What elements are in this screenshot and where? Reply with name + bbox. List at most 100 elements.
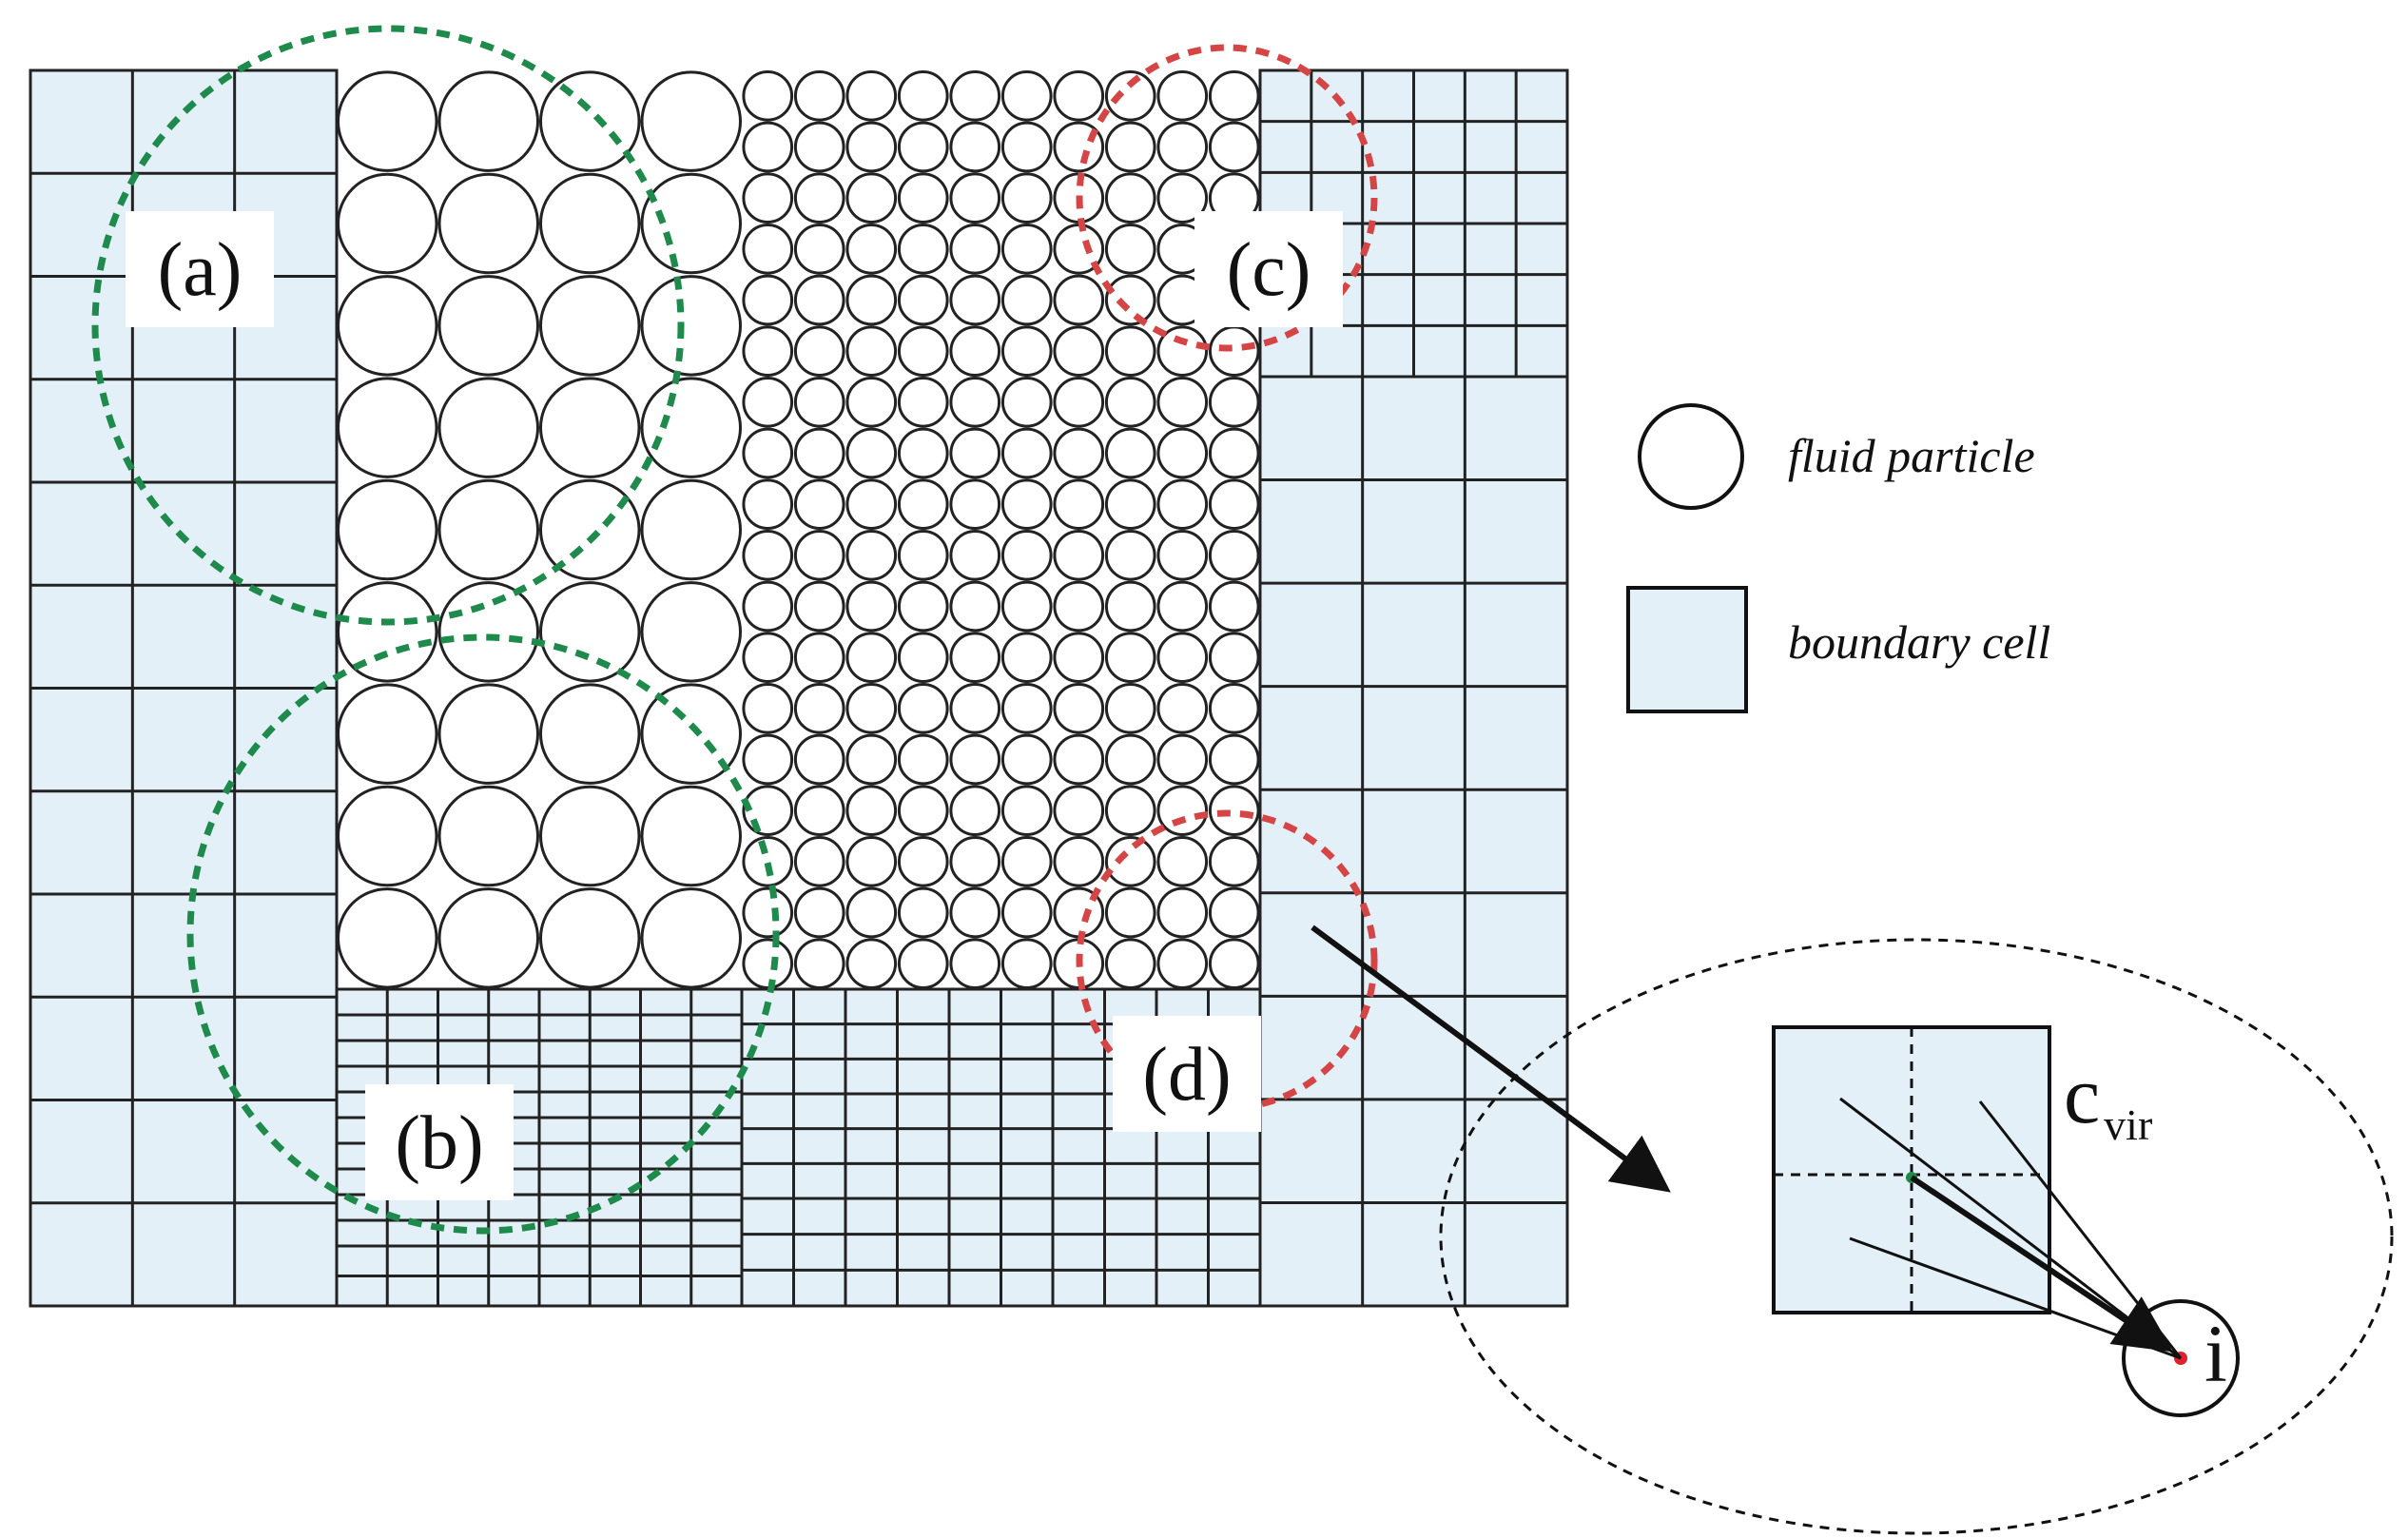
fluid-particle [949, 121, 1001, 173]
fluid-particle [640, 70, 742, 172]
fine-fluid-particles [742, 70, 1260, 990]
fluid-particle [1104, 325, 1156, 377]
fluid-particle [742, 325, 794, 377]
fluid-particle [897, 325, 949, 377]
fluid-particle [845, 274, 898, 326]
fluid-particle [337, 377, 438, 478]
fluid-particle [1156, 121, 1209, 173]
fluid-particle [897, 427, 949, 479]
fluid-particle [1156, 886, 1209, 939]
legend-fluid-particle-icon [1638, 403, 1744, 510]
fluid-particle [1208, 785, 1260, 837]
fluid-particle [437, 785, 539, 887]
fluid-particle [897, 580, 949, 633]
fluid-particle [1208, 632, 1260, 684]
fluid-particle [845, 121, 898, 173]
fluid-particle [845, 733, 898, 786]
fluid-particle [845, 785, 898, 837]
fluid-particle [640, 275, 742, 377]
fluid-particle [1000, 325, 1053, 377]
fluid-particle [1208, 427, 1260, 479]
cvir-label-main: c [2064, 1049, 2100, 1140]
fluid-particle [1000, 632, 1053, 684]
fluid-particle [845, 224, 898, 275]
fluid-particle [897, 733, 949, 786]
fluid-particle [742, 121, 794, 173]
fluid-particle [949, 172, 1001, 224]
fluid-particle [337, 887, 438, 989]
fluid-particle [1208, 836, 1260, 887]
fluid-particle [1156, 785, 1209, 837]
fluid-particle [897, 683, 949, 734]
legend: fluid particle boundary cell [1626, 403, 2050, 713]
fluid-particle [1000, 121, 1053, 173]
fluid-particle [793, 172, 845, 224]
fluid-particle [1000, 580, 1053, 633]
fluid-particle [793, 785, 845, 837]
fluid-particle [845, 325, 898, 377]
label-d: (d) [1142, 1033, 1231, 1117]
fluid-particle [793, 886, 845, 939]
fluid-particle [742, 70, 794, 122]
fluid-particle [1156, 683, 1209, 734]
fluid-particle [1104, 377, 1156, 428]
fluid-particle [1156, 938, 1209, 990]
fluid-particle [793, 632, 845, 684]
fluid-particle [1208, 325, 1260, 377]
fluid-particle [949, 274, 1001, 326]
fluid-particle [949, 886, 1001, 939]
fluid-particle [1000, 70, 1053, 122]
fluid-particle [1000, 530, 1053, 581]
fluid-particle [1053, 70, 1105, 122]
particle-domain [29, 68, 1569, 1308]
fluid-particle [1000, 172, 1053, 224]
fluid-particle [539, 581, 641, 683]
circle-c [1076, 44, 1378, 352]
fluid-particle [897, 274, 949, 326]
fluid-particle [1053, 733, 1105, 786]
fluid-particle [793, 683, 845, 734]
fluid-particle [742, 274, 794, 326]
fluid-particle [640, 683, 742, 785]
fluid-particle [845, 478, 898, 531]
fluid-particle [742, 683, 794, 734]
coarse-fluid-particles [337, 70, 742, 989]
fluid-particle [539, 785, 641, 887]
region-labels: (a) (c) (d) (b) [126, 211, 1343, 1200]
fluid-particle [1156, 580, 1209, 633]
fluid-particle [539, 478, 641, 581]
fluid-particle [1104, 580, 1156, 633]
fluid-particle [949, 70, 1001, 122]
fluid-particle [897, 172, 949, 224]
fluid-particle [437, 581, 539, 683]
fluid-particle [1104, 172, 1156, 224]
fluid-particle [897, 530, 949, 581]
fluid-particle [437, 70, 539, 172]
fluid-particle [1104, 70, 1156, 122]
fluid-particle [949, 580, 1001, 633]
fluid-particle [1000, 836, 1053, 887]
fluid-particle [1000, 427, 1053, 479]
fluid-particle [1104, 733, 1156, 786]
fluid-particle [337, 785, 438, 887]
fluid-particle [640, 785, 742, 887]
fluid-particle [742, 938, 794, 990]
fluid-particle [897, 938, 949, 990]
fluid-particle [897, 785, 949, 837]
circle-b [186, 633, 780, 1235]
fluid-particle [845, 70, 898, 122]
fluid-particle [1053, 632, 1105, 684]
fluid-particle [1156, 733, 1209, 786]
fluid-particle [845, 172, 898, 224]
legend-fluid-particle-label: fluid particle [1788, 429, 2035, 482]
fluid-particle [337, 172, 438, 275]
fluid-particle [437, 478, 539, 581]
fluid-particle [1104, 683, 1156, 734]
fluid-particle [845, 530, 898, 581]
bottom-boundary-fine-left-lower [335, 1244, 744, 1308]
fluid-particle [845, 580, 898, 633]
fluid-particle [793, 478, 845, 531]
fluid-particle [949, 530, 1001, 581]
fluid-particle [1104, 530, 1156, 581]
fluid-particle [1000, 733, 1053, 786]
